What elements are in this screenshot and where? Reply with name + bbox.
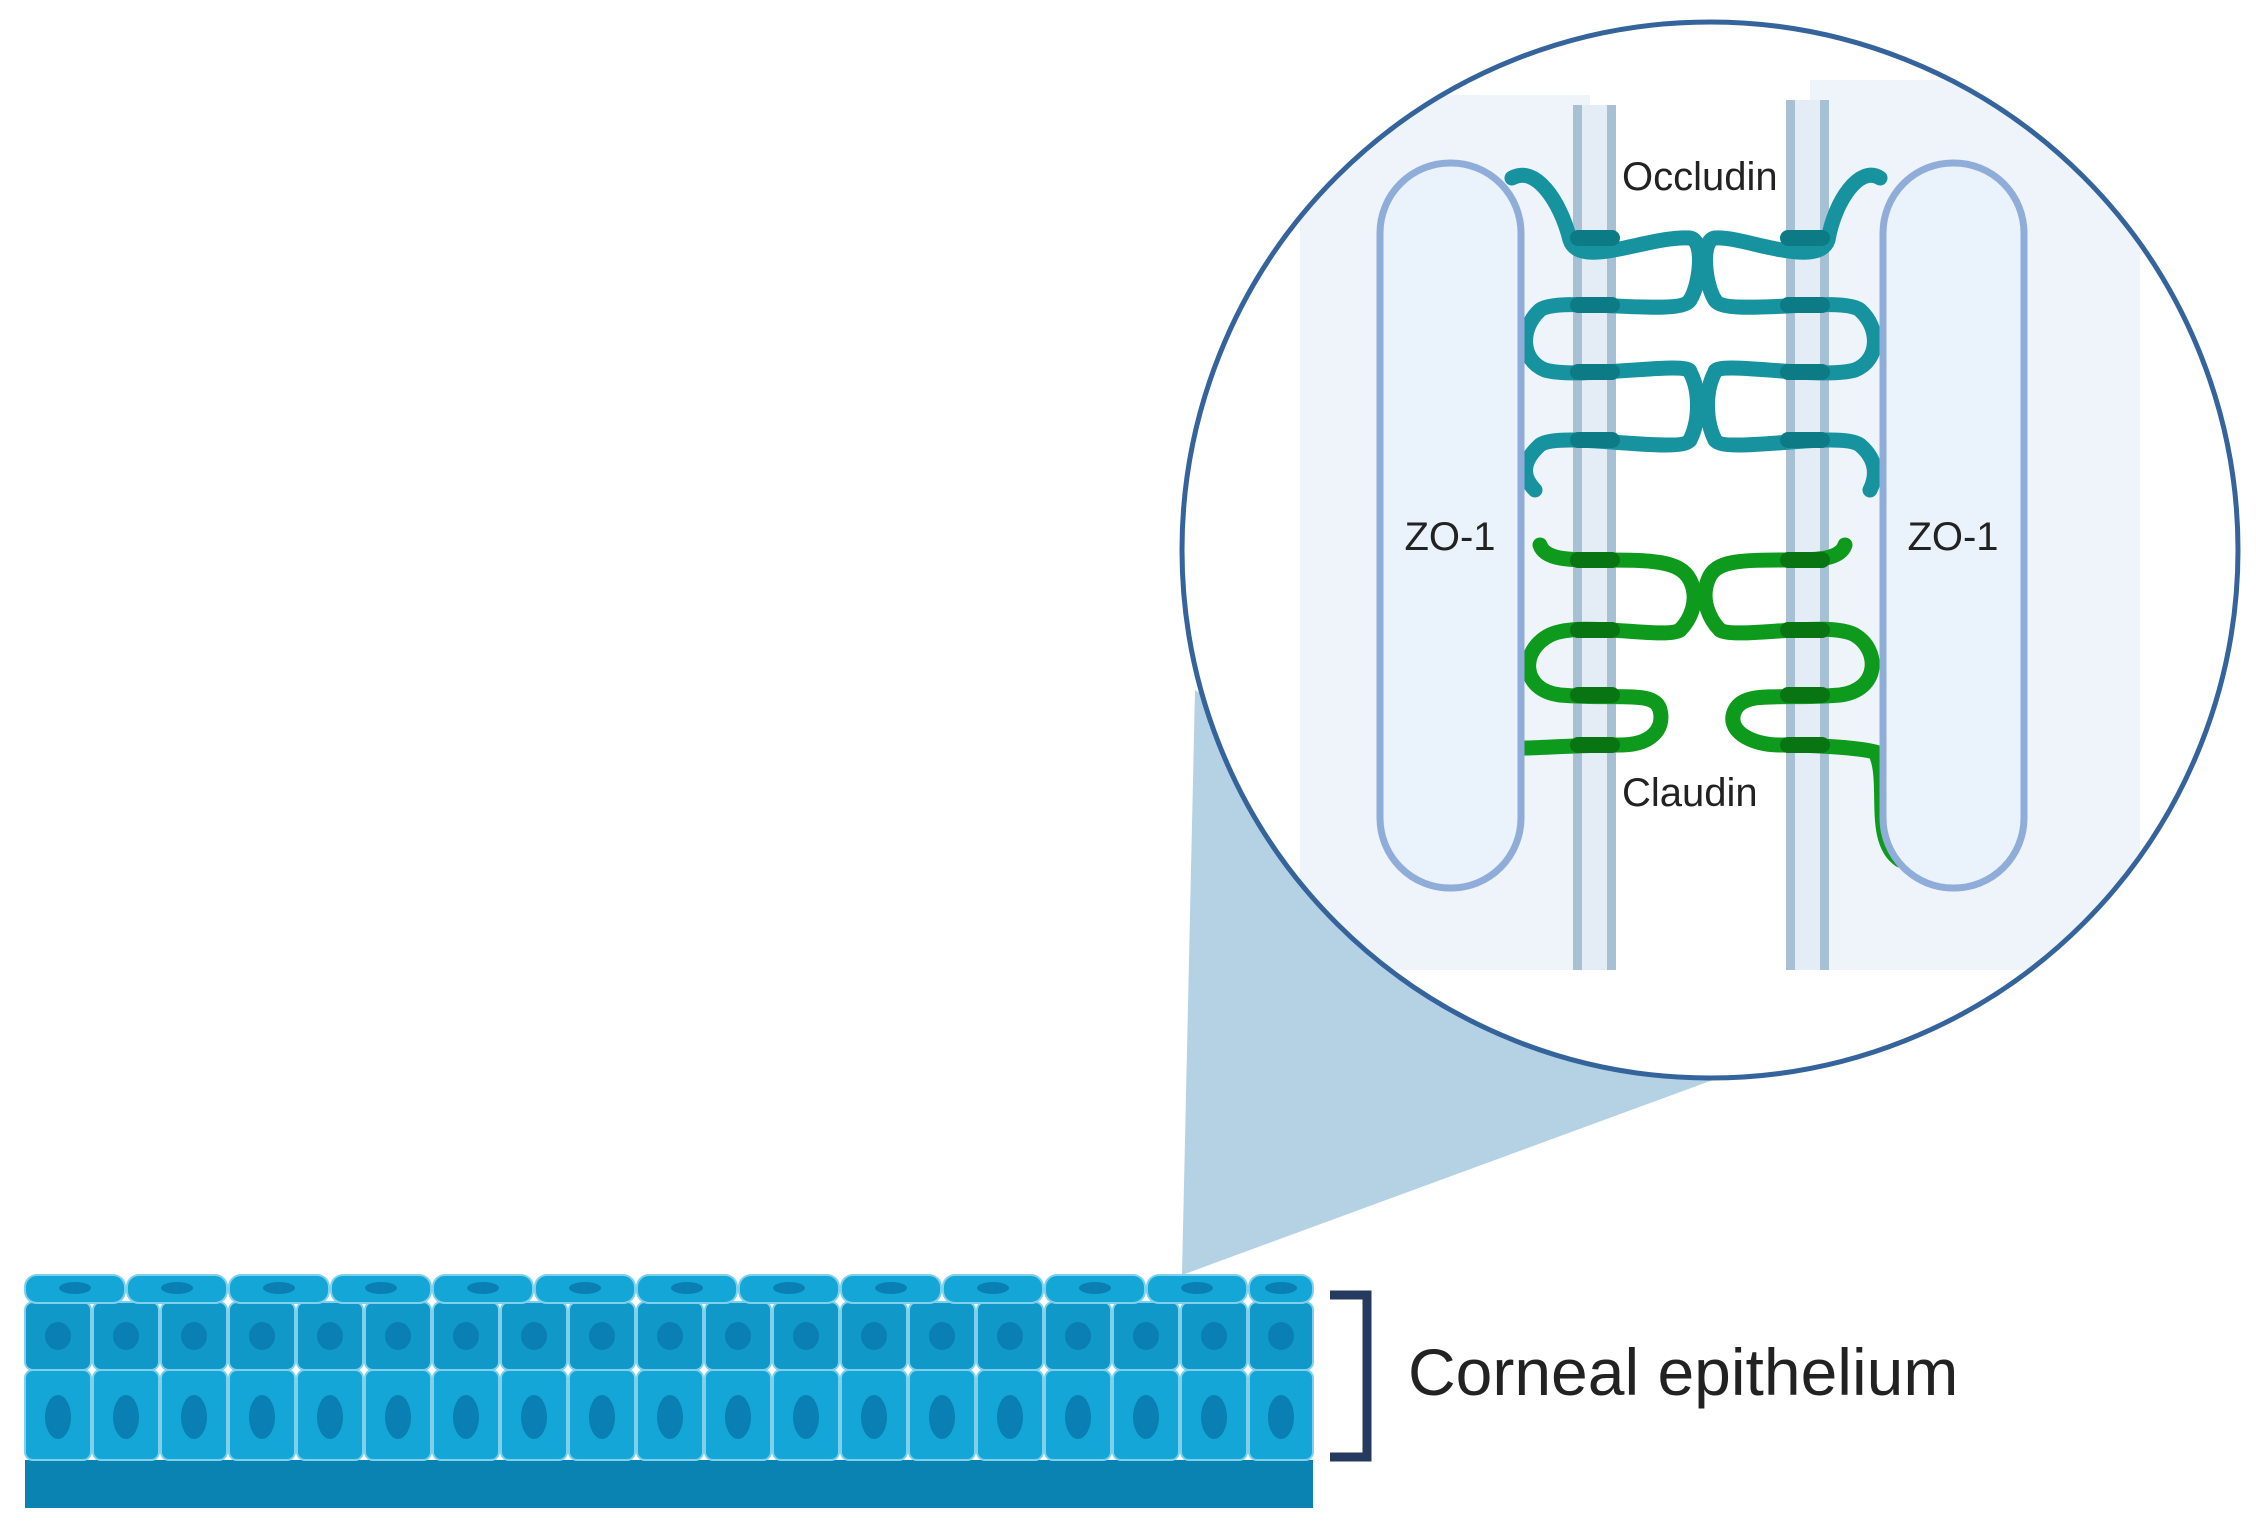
nucleus bbox=[45, 1322, 71, 1350]
nucleus bbox=[317, 1322, 343, 1350]
nucleus bbox=[1065, 1395, 1091, 1439]
nucleus bbox=[657, 1322, 683, 1350]
occludin-strand bbox=[1518, 432, 1698, 498]
nucleus bbox=[929, 1322, 955, 1350]
occludin-anchor bbox=[1780, 364, 1830, 380]
occludin-anchor bbox=[1780, 297, 1830, 313]
nucleus bbox=[59, 1282, 91, 1294]
claudin-anchor bbox=[1780, 687, 1830, 703]
nucleus bbox=[453, 1322, 479, 1350]
nucleus bbox=[467, 1282, 499, 1294]
corneal-epithelium-label: Corneal epithelium bbox=[1408, 1335, 1958, 1409]
nucleus bbox=[569, 1282, 601, 1294]
occludin-anchor bbox=[1570, 432, 1620, 448]
nucleus bbox=[1268, 1322, 1294, 1350]
claudin-anchor bbox=[1570, 737, 1620, 753]
claudin-anchor bbox=[1780, 552, 1830, 568]
nucleus bbox=[773, 1282, 805, 1294]
tight-junction-closeup bbox=[1300, 80, 2140, 970]
claudin-anchor bbox=[1570, 552, 1620, 568]
nucleus bbox=[45, 1395, 71, 1439]
claudin-anchor bbox=[1570, 622, 1620, 638]
nucleus bbox=[521, 1322, 547, 1350]
nucleus bbox=[385, 1322, 411, 1350]
corneal-epithelium-tissue bbox=[24, 1274, 1314, 1508]
occludin-anchor bbox=[1570, 230, 1620, 246]
magnified-view-outline bbox=[1179, 19, 2241, 1081]
claudin-strands bbox=[1517, 537, 1908, 868]
nucleus bbox=[589, 1395, 615, 1439]
nucleus bbox=[521, 1395, 547, 1439]
occludin-anchor bbox=[1570, 297, 1620, 313]
nucleus bbox=[725, 1322, 751, 1350]
claudin-anchor bbox=[1780, 737, 1830, 753]
claudin-label: Claudin bbox=[1622, 771, 1758, 815]
nucleus bbox=[997, 1322, 1023, 1350]
nucleus bbox=[249, 1322, 275, 1350]
basement-membrane bbox=[25, 1460, 1313, 1508]
occludin-strand bbox=[1707, 432, 1882, 498]
nucleus bbox=[1201, 1395, 1227, 1439]
zo1-left-scaffold bbox=[1376, 159, 1525, 892]
nucleus bbox=[249, 1395, 275, 1439]
nucleus bbox=[1065, 1322, 1091, 1350]
nucleus bbox=[793, 1395, 819, 1439]
nucleus bbox=[671, 1282, 703, 1294]
nucleus bbox=[1201, 1322, 1227, 1350]
claudin-strand bbox=[1532, 537, 1702, 638]
nucleus bbox=[657, 1395, 683, 1439]
nucleus bbox=[113, 1395, 139, 1439]
nucleus bbox=[1181, 1282, 1213, 1294]
nucleus bbox=[1133, 1395, 1159, 1439]
superficial-cell-layer bbox=[24, 1274, 1314, 1304]
occludin-strand bbox=[1698, 167, 1888, 308]
occludin-label: Occludin bbox=[1622, 155, 1778, 199]
nucleus bbox=[1268, 1395, 1294, 1439]
nucleus bbox=[929, 1395, 955, 1439]
nucleus bbox=[385, 1395, 411, 1439]
nucleus bbox=[453, 1395, 479, 1439]
nucleus bbox=[977, 1282, 1009, 1294]
occludin-strands bbox=[1504, 167, 1888, 498]
nucleus bbox=[1079, 1282, 1111, 1294]
nucleus bbox=[1265, 1282, 1297, 1294]
intermediate-cell-layer bbox=[24, 1301, 1314, 1371]
occludin-anchor bbox=[1570, 364, 1620, 380]
nucleus bbox=[181, 1395, 207, 1439]
nucleus bbox=[875, 1282, 907, 1294]
nucleus bbox=[113, 1322, 139, 1350]
nucleus bbox=[793, 1322, 819, 1350]
occludin-anchor bbox=[1780, 230, 1830, 246]
nucleus bbox=[1133, 1322, 1159, 1350]
nucleus bbox=[365, 1282, 397, 1294]
nucleus bbox=[997, 1395, 1023, 1439]
nucleus bbox=[161, 1282, 193, 1294]
claudin-strand bbox=[1712, 621, 1908, 868]
occludin-anchor bbox=[1780, 432, 1830, 448]
claudin-anchor bbox=[1780, 622, 1830, 638]
zo1-left-label: ZO-1 bbox=[1404, 515, 1495, 559]
zo1-right-label: ZO-1 bbox=[1907, 515, 1998, 559]
nucleus bbox=[861, 1395, 887, 1439]
nucleus bbox=[263, 1282, 295, 1294]
epithelium-bracket bbox=[1330, 1290, 1372, 1462]
zo1-right-scaffold bbox=[1879, 159, 2028, 892]
nucleus bbox=[317, 1395, 343, 1439]
nucleus bbox=[181, 1322, 207, 1350]
basal-cell-layer bbox=[24, 1369, 1314, 1461]
nucleus bbox=[725, 1395, 751, 1439]
nucleus bbox=[861, 1322, 887, 1350]
claudin-anchor bbox=[1570, 687, 1620, 703]
nucleus bbox=[589, 1322, 615, 1350]
